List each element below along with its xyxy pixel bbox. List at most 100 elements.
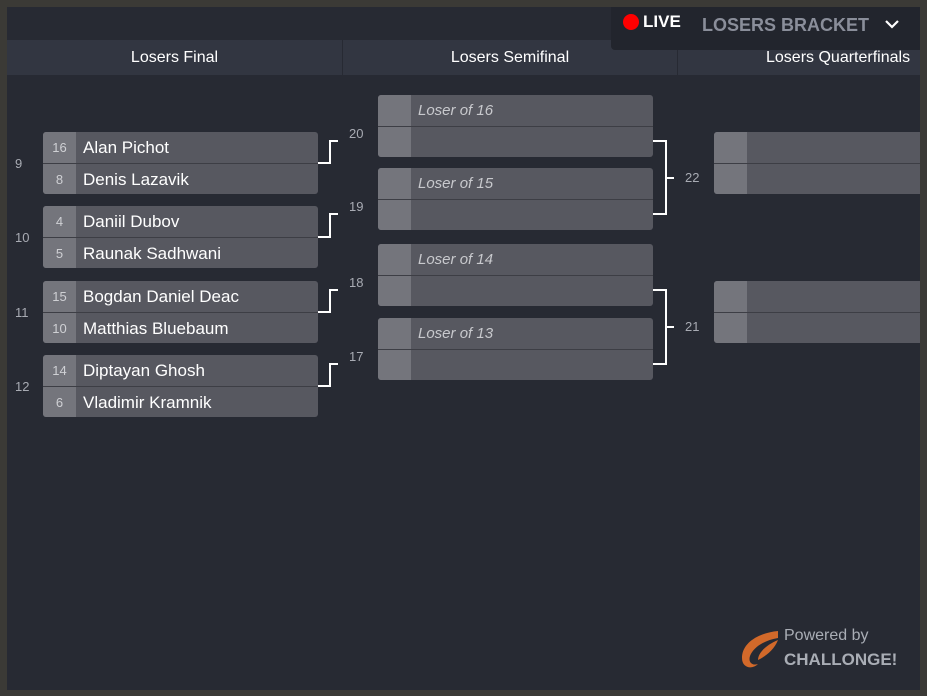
player-row[interactable]: Loser of 14: [378, 244, 653, 275]
player-seed: 15: [43, 281, 76, 312]
connector-line: [329, 213, 331, 237]
live-bar: LIVE LOSERS BRACKET: [611, 7, 920, 50]
connector-line: [665, 176, 674, 179]
player-row[interactable]: 14 Diptayan Ghosh: [43, 355, 318, 386]
player-row[interactable]: [714, 312, 920, 343]
player-row[interactable]: 16 Alan Pichot: [43, 132, 318, 163]
live-dot-icon: [623, 14, 639, 30]
player-seed: 8: [43, 164, 76, 194]
player-seed: [714, 132, 747, 163]
player-name: Diptayan Ghosh: [83, 361, 205, 380]
player-seed: [714, 281, 747, 312]
match-number: 22: [685, 169, 700, 185]
connector-line: [329, 363, 331, 386]
player-row[interactable]: Loser of 15: [378, 168, 653, 199]
placeholder-name: Loser of 15: [418, 175, 494, 192]
bracket-panel: Losers Final Losers Semifinal Losers Qua…: [7, 7, 920, 690]
player-name: Matthias Bluebaum: [83, 319, 229, 338]
player-row[interactable]: [714, 281, 920, 312]
player-name: Vladimir Kramnik: [83, 393, 212, 412]
player-seed: 16: [43, 132, 76, 163]
round-header-losers-final: Losers Final: [7, 40, 342, 75]
player-row[interactable]: [378, 275, 653, 306]
match-card[interactable]: Loser of 13: [378, 318, 653, 380]
powered-by-label: Powered by: [784, 627, 869, 644]
player-row[interactable]: 6 Vladimir Kramnik: [43, 386, 318, 417]
player-seed: [714, 164, 747, 194]
player-seed: [378, 127, 411, 157]
player-row[interactable]: 10 Matthias Bluebaum: [43, 312, 318, 343]
player-seed: 4: [43, 206, 76, 237]
match-card[interactable]: 14 Diptayan Ghosh 6 Vladimir Kramnik: [43, 355, 318, 417]
connector-line: [653, 289, 667, 291]
match-card[interactable]: [714, 281, 920, 343]
connector-line: [329, 140, 331, 163]
next-match-number: 20: [349, 126, 364, 141]
connector-line: [318, 236, 331, 238]
match-card[interactable]: [714, 132, 920, 194]
player-seed: [714, 313, 747, 343]
match-card[interactable]: Loser of 14: [378, 244, 653, 306]
match-card[interactable]: 4 Daniil Dubov 5 Raunak Sadhwani: [43, 206, 318, 268]
match-number: 12: [15, 379, 30, 394]
player-seed: 14: [43, 355, 76, 386]
player-row[interactable]: Loser of 16: [378, 95, 653, 126]
player-seed: [378, 168, 411, 199]
player-name: Alan Pichot: [83, 138, 169, 157]
live-label: LIVE: [643, 12, 681, 31]
player-name: Denis Lazavik: [83, 170, 189, 189]
player-seed: 6: [43, 387, 76, 417]
player-row[interactable]: [714, 163, 920, 194]
connector-line: [329, 213, 338, 215]
connector-line: [665, 326, 674, 328]
match-number: 21: [685, 319, 700, 334]
challonge-brand-link[interactable]: CHALLONGE!: [784, 650, 898, 669]
player-name: Bogdan Daniel Deac: [83, 287, 239, 306]
next-match-number: 18: [349, 275, 364, 290]
match-card[interactable]: Loser of 16: [378, 95, 653, 157]
player-seed: [378, 200, 411, 230]
connector-line: [653, 363, 667, 365]
connector-line: [318, 311, 331, 313]
connector-line: [329, 289, 331, 312]
player-row[interactable]: Loser of 13: [378, 318, 653, 349]
next-match-number: 17: [349, 349, 364, 364]
player-row[interactable]: [378, 126, 653, 157]
match-card[interactable]: Loser of 15: [378, 168, 653, 230]
next-match-number: 19: [349, 199, 364, 214]
connector-line: [318, 162, 331, 164]
connector-line: [653, 140, 667, 142]
player-seed: [378, 95, 411, 126]
player-row[interactable]: 8 Denis Lazavik: [43, 163, 318, 194]
player-row[interactable]: 4 Daniil Dubov: [43, 206, 318, 237]
player-row[interactable]: [378, 349, 653, 380]
connector-line: [318, 385, 331, 387]
connector-line: [329, 363, 338, 365]
player-row[interactable]: [378, 199, 653, 230]
match-number: 11: [15, 305, 29, 320]
player-seed: [378, 350, 411, 380]
player-seed: [378, 244, 411, 275]
placeholder-name: Loser of 14: [418, 251, 494, 268]
connector-line: [329, 289, 338, 291]
player-seed: 10: [43, 313, 76, 343]
placeholder-name: Loser of 16: [418, 102, 494, 119]
match-card[interactable]: 16 Alan Pichot 8 Denis Lazavik: [43, 132, 318, 194]
player-row[interactable]: 5 Raunak Sadhwani: [43, 237, 318, 268]
player-seed: [378, 318, 411, 349]
player-seed: 5: [43, 238, 76, 268]
player-name: Raunak Sadhwani: [83, 244, 221, 263]
connector-line: [329, 140, 338, 142]
bracket-select[interactable]: LOSERS BRACKET: [702, 15, 870, 35]
player-name: Daniil Dubov: [83, 212, 180, 231]
match-number: 10: [15, 230, 30, 245]
match-card[interactable]: 15 Bogdan Daniel Deac 10 Matthias Bluebaum: [43, 281, 318, 343]
player-row[interactable]: 15 Bogdan Daniel Deac: [43, 281, 318, 312]
player-seed: [378, 276, 411, 306]
chevron-down-icon[interactable]: [883, 15, 901, 33]
placeholder-name: Loser of 13: [418, 325, 494, 342]
match-number: 9: [15, 156, 23, 171]
connector-line: [653, 213, 667, 215]
challonge-logo-icon: [742, 631, 778, 668]
player-row[interactable]: [714, 132, 920, 163]
